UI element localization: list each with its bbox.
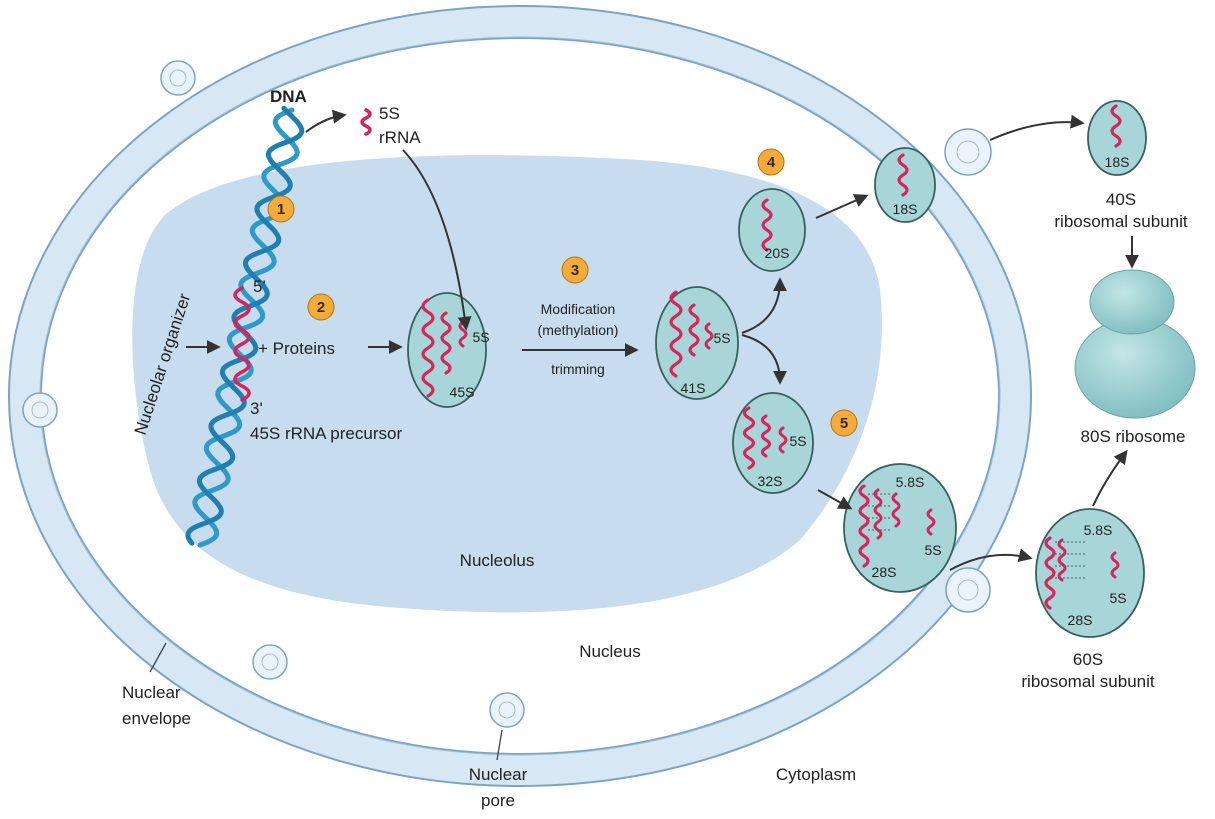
label-nuclear-envelope-1: Nuclear	[122, 683, 181, 702]
nuclear-pore	[22, 392, 58, 428]
particle-32s	[732, 392, 814, 494]
arrow-5s-into-45s	[402, 149, 472, 331]
particle-label-28s-5-8s: 5.8S	[896, 474, 925, 490]
pointer-lines	[149, 642, 503, 761]
particle-41s	[655, 286, 739, 400]
particle-60s	[1035, 508, 1145, 638]
particle-label-20s: 20S	[765, 245, 790, 261]
svg-text:3: 3	[571, 262, 579, 279]
particle-label-41s: 41S	[681, 380, 706, 396]
step-badge-3: 3	[561, 256, 589, 284]
nuclear-pore	[252, 644, 288, 680]
nuclear-pore	[945, 567, 991, 613]
svg-text:1: 1	[277, 201, 285, 218]
label-3-prime: 3'	[250, 399, 263, 418]
particle-label-32s: 32S	[758, 473, 783, 489]
particle-label-60s-5-8s: 5.8S	[1084, 522, 1113, 538]
label-nuclear-pore-2: pore	[481, 791, 515, 810]
arrow-dna-to-5s	[305, 109, 347, 133]
arrow-18s-export	[989, 114, 1085, 141]
arrow-60s-to-80s	[1092, 449, 1128, 507]
dna-strand	[192, 107, 300, 548]
particle-label-41s-5s: 5S	[713, 330, 730, 346]
arrow-20s-to-18s	[815, 194, 869, 219]
label-methylation: (methylation)	[538, 322, 619, 338]
label-5s-rrna-bottom: rRNA	[379, 128, 421, 147]
ribosome-80s	[1074, 269, 1196, 419]
label-45s-precursor: 45S rRNA precursor	[250, 424, 402, 443]
label-modification: Modification	[541, 301, 616, 317]
svg-text:4: 4	[767, 154, 776, 171]
particle-label-18s-cytoplasm: 18S	[1105, 154, 1130, 170]
step-badge-4: 4	[757, 148, 785, 176]
label-dna: DNA	[270, 87, 307, 106]
particle-label-32s-5s: 5S	[789, 433, 806, 449]
rna-5s-free	[360, 108, 372, 136]
svg-text:2: 2	[317, 299, 325, 316]
nuclear-pores	[22, 60, 992, 728]
particle-label-60s-28s: 28S	[1068, 612, 1093, 628]
label-80s-ribosome: 80S ribosome	[1081, 427, 1186, 446]
label-nucleus: Nucleus	[579, 642, 640, 661]
label-40s: 40S	[1106, 190, 1136, 209]
nuclear-envelope	[8, 5, 1032, 787]
nucleolus	[132, 155, 882, 613]
particle-28s-nucleus	[843, 463, 957, 593]
nuclear-pore	[489, 692, 525, 728]
step-badge-2: 2	[307, 293, 335, 321]
label-5s-rrna-top: 5S	[379, 104, 400, 123]
label-nuclear-envelope-2: envelope	[122, 709, 191, 728]
arrow-41s-to-32s	[741, 334, 787, 385]
process-arrows	[186, 109, 1139, 571]
particle-20s	[738, 188, 806, 272]
step-badge-1: 1	[267, 195, 295, 223]
particle-label-45s-5s: 5S	[472, 329, 489, 345]
label-nuclear-pore-1: Nuclear	[469, 765, 528, 784]
particle-label-45s: 45S	[450, 384, 475, 400]
particle-label-28s-5s: 5S	[924, 542, 941, 558]
label-40s-ribosomal-subunit: ribosomal subunit	[1054, 212, 1188, 231]
arrow-41s-to-20s	[741, 277, 787, 334]
arrow-32s-to-28s	[817, 489, 853, 510]
particle-label-28s: 28S	[872, 564, 897, 580]
nuclear-pore	[944, 128, 992, 176]
step-badge-5: 5	[830, 409, 858, 437]
label-plus-proteins: + Proteins	[258, 339, 335, 358]
particle-18s-cytoplasm	[1087, 100, 1147, 176]
label-trimming: trimming	[551, 361, 605, 377]
nuclear-pore	[160, 60, 196, 96]
label-5-prime: 5'	[253, 277, 266, 296]
label-cytoplasm: Cytoplasm	[776, 765, 856, 784]
arrow-28s-export	[949, 548, 1033, 571]
label-nucleolus: Nucleolus	[460, 551, 535, 570]
rna-45s-precursor	[233, 286, 251, 402]
particle-18s-nucleus	[874, 147, 936, 223]
pointer-nuclear-envelope	[149, 642, 167, 673]
pointer-nuclear-pore	[496, 729, 503, 761]
svg-text:5: 5	[840, 415, 848, 432]
label-60s-ribosomal-subunit: ribosomal subunit	[1021, 672, 1155, 691]
particle-label-18s-nucleus: 18S	[893, 201, 918, 217]
label-60s: 60S	[1073, 650, 1103, 669]
particle-label-60s-5s: 5S	[1109, 590, 1126, 606]
